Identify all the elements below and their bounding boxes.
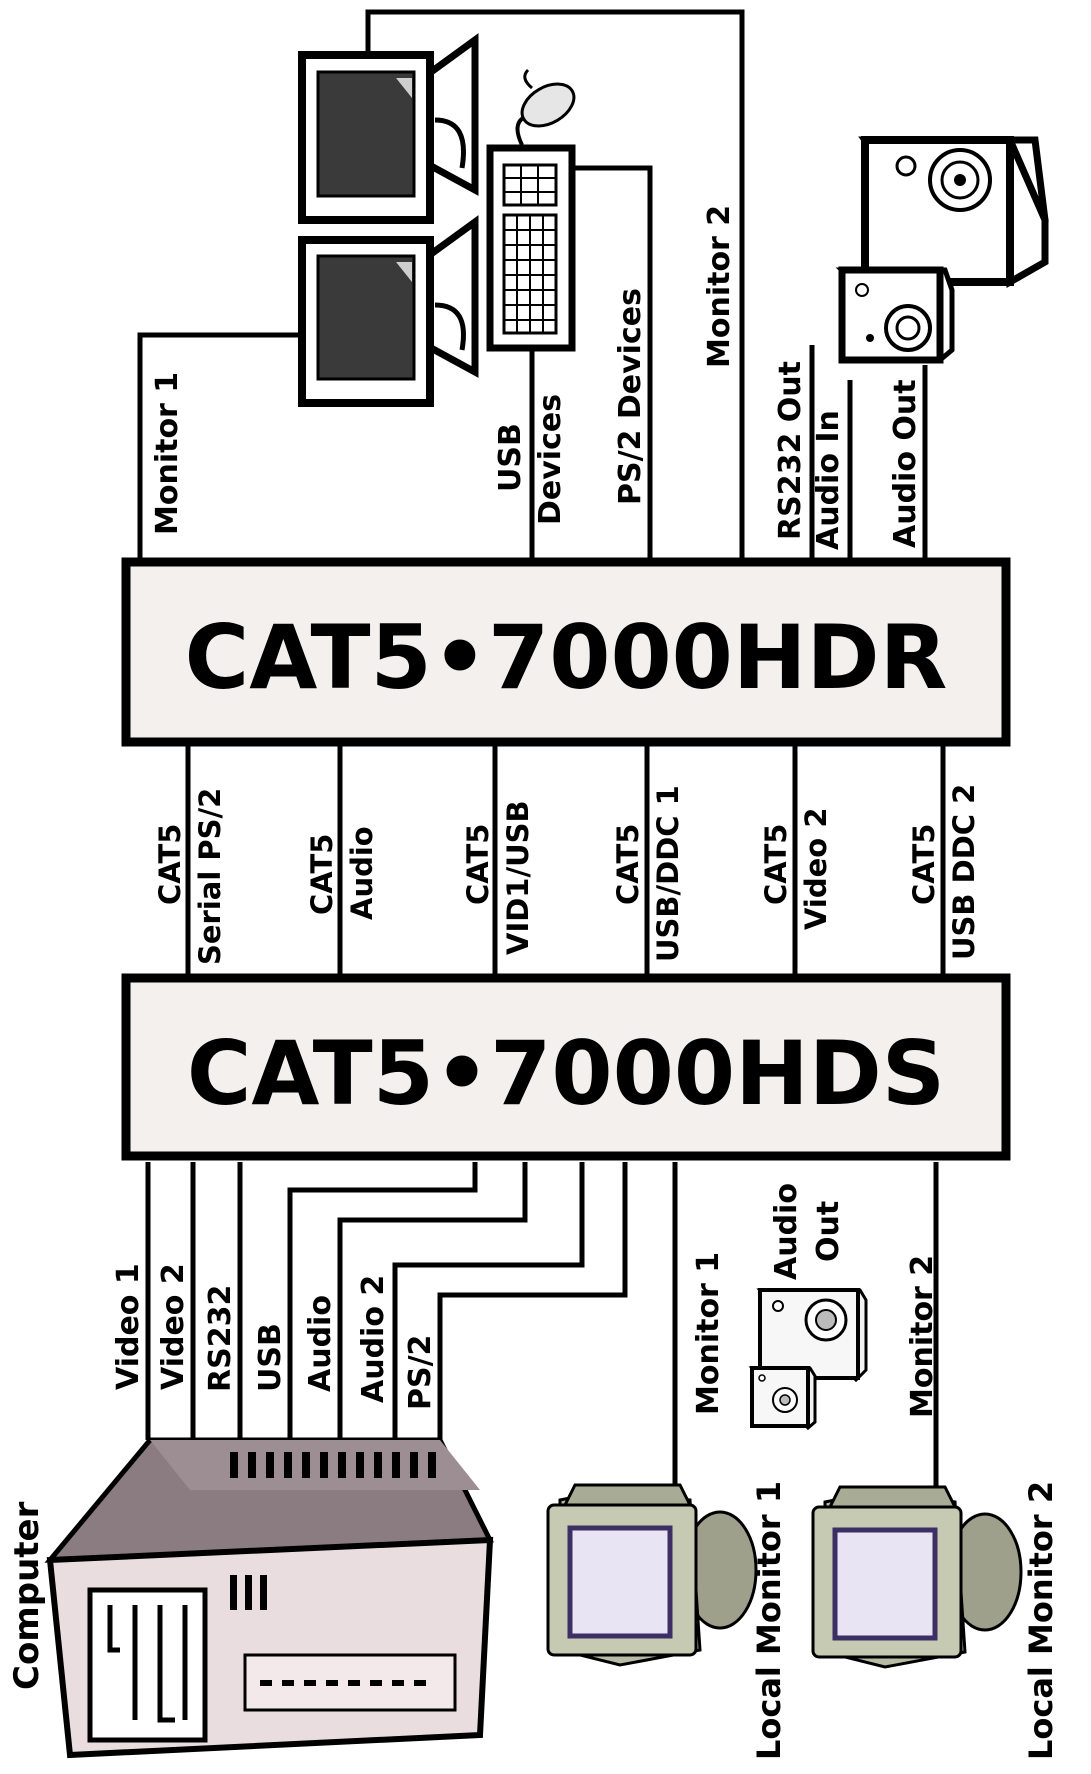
local-speaker-small-icon <box>748 1366 817 1431</box>
link-3-vid1-usb: VID1/USB <box>501 800 535 955</box>
receiver-box: CAT5•7000HDR <box>121 557 1011 747</box>
mouse-icon <box>520 68 576 128</box>
label-monitor-1-bottom: Monitor 1 <box>691 1252 726 1415</box>
link-4-usb-ddc-1: USB/DDC 1 <box>651 785 685 962</box>
link-6-usb-ddc-2: USB DDC 2 <box>947 784 981 960</box>
remote-monitor-2-icon <box>298 33 479 224</box>
speaker-small-icon <box>835 266 955 364</box>
label-ps2: PS/2 <box>403 1335 438 1410</box>
sender-bottom-labels: Video 1 Video 2 RS232 USB Audio Audio 2 … <box>111 1183 940 1418</box>
link-3-cat5: CAT5 <box>461 824 495 905</box>
receiver-title: CAT5•7000HDR <box>185 606 948 709</box>
local-monitor-1-icon <box>546 1483 758 1667</box>
label-usb-top: USB <box>493 423 528 492</box>
link-4-cat5: CAT5 <box>611 824 645 905</box>
link-2-audio: Audio <box>345 826 379 920</box>
remote-monitor-1-icon <box>298 215 479 407</box>
link-1-serial-ps2: Serial PS/2 <box>193 788 227 965</box>
cat5-links <box>185 746 946 974</box>
label-rs232: RS232 <box>203 1285 238 1392</box>
local-monitor-2-icon <box>811 1485 1023 1669</box>
label-audio-out-line1: Audio <box>769 1183 804 1280</box>
label-devices-top: Devices <box>533 394 568 525</box>
sender-box: CAT5•7000HDS <box>121 973 1011 1161</box>
cat5-link-labels: CAT5 Serial PS/2 CAT5 Audio CAT5 VID1/US… <box>153 784 981 965</box>
label-audio-out-top: Audio Out <box>888 379 923 548</box>
link-5-cat5: CAT5 <box>759 824 793 905</box>
receiver-top-wires <box>137 9 928 560</box>
label-computer: Computer <box>7 1501 47 1690</box>
receiver-top-labels: Monitor 1 USB Devices PS/2 Devices Monit… <box>150 205 923 550</box>
sender-title: CAT5•7000HDS <box>187 1022 945 1125</box>
sender-bottom-wires <box>145 1162 939 1500</box>
link-2-cat5: CAT5 <box>305 834 339 915</box>
label-audio-out-line2: Out <box>811 1201 846 1262</box>
label-ps2-devices: PS/2 Devices <box>613 288 648 505</box>
label-local-monitor-2: Local Monitor 2 <box>1022 1481 1060 1760</box>
link-6-cat5: CAT5 <box>907 824 941 905</box>
label-audio: Audio <box>303 1295 338 1392</box>
label-audio-in: Audio In <box>811 410 846 550</box>
label-audio-2: Audio 2 <box>356 1275 391 1403</box>
label-rs232-out: RS232 Out <box>773 361 808 540</box>
label-monitor-2-top: Monitor 2 <box>702 205 737 368</box>
label-video-1: Video 1 <box>111 1263 146 1390</box>
label-usb: USB <box>253 1323 288 1392</box>
keyboard-icon <box>486 113 576 352</box>
speaker-large-icon <box>858 136 1049 289</box>
label-monitor-2-bottom: Monitor 2 <box>905 1255 940 1418</box>
link-1-cat5: CAT5 <box>153 824 187 905</box>
computer-icon <box>44 1437 494 1759</box>
label-video-2: Video 2 <box>156 1263 191 1390</box>
label-local-monitor-1: Local Monitor 1 <box>750 1481 788 1760</box>
label-monitor-1-top: Monitor 1 <box>150 372 185 535</box>
link-5-video-2: Video 2 <box>799 808 833 931</box>
local-speaker-large-icon <box>756 1288 868 1383</box>
